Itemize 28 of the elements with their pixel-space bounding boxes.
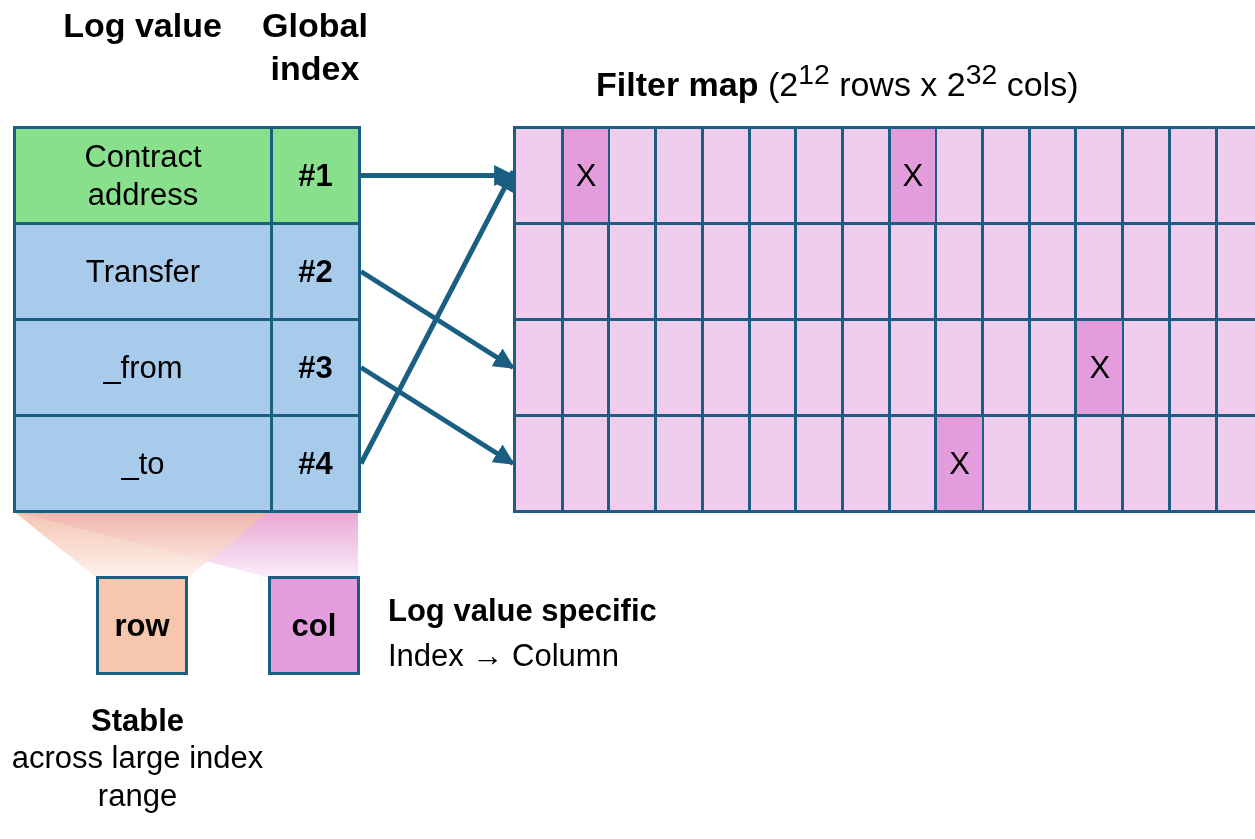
note-text: across large index range (10, 739, 265, 815)
filter-map-row (513, 126, 1255, 225)
set-bit-cell: X (1077, 321, 1123, 414)
note-text: Stable (90, 702, 185, 740)
column-header: Log value (62, 5, 223, 46)
index-cell: #2 (270, 222, 361, 321)
set-bit-cell: X (937, 417, 982, 510)
index-cell: #4 (270, 414, 361, 513)
filter-map-row (513, 222, 1255, 321)
index-cell: #1 (270, 126, 361, 225)
key-box: col (268, 576, 360, 675)
index-cell: #3 (270, 318, 361, 417)
log-value-cell: _to (13, 414, 273, 513)
filter-map-row (513, 414, 1255, 513)
set-bit-cell: X (890, 129, 936, 222)
map-heading: Filter map (2$^{12}$ rows x 2$^{32}$ cols) (596, 58, 1079, 105)
note-text: Index → Column (388, 637, 619, 675)
log-value-cell: Contract address (13, 126, 273, 225)
arrow (359, 269, 515, 370)
set-bit-cell: X (563, 129, 609, 222)
note-text: Log value specific (388, 592, 657, 630)
log-value-cell: _from (13, 318, 273, 417)
arrow (358, 169, 516, 465)
arrow (359, 365, 515, 466)
column-header: Global index (261, 5, 369, 89)
log-value-cell: Transfer (13, 222, 273, 321)
key-box: row (96, 576, 188, 675)
filter-map-row (513, 318, 1255, 417)
